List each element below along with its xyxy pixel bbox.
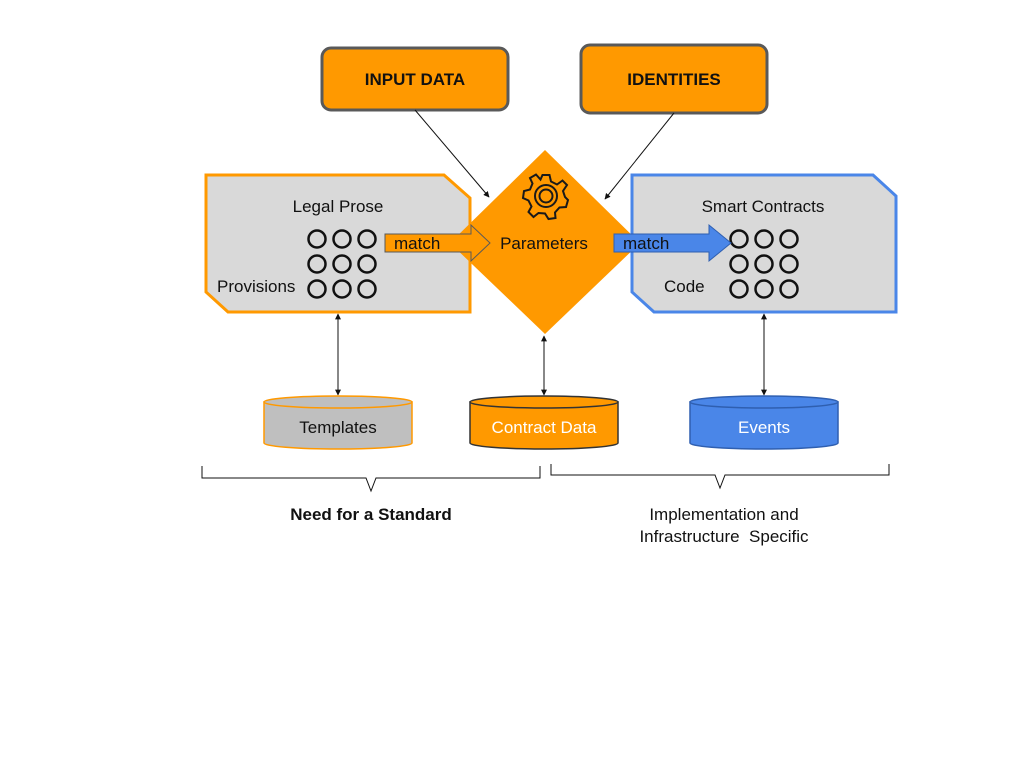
provision-dot: [357, 229, 377, 249]
legal-prose-panel: Legal Prose Provisions: [204, 173, 472, 314]
provision-dot: [357, 279, 377, 299]
templates-store: Templates: [263, 395, 413, 450]
gear-icon: [521, 173, 570, 221]
provision-dot: [332, 229, 352, 249]
parameters-label: Parameters: [500, 234, 588, 253]
identities-connector: [604, 112, 675, 200]
provision-dot: [307, 229, 327, 249]
input-data-box: INPUT DATA: [320, 46, 510, 112]
identities-box: IDENTITIES: [579, 43, 769, 115]
code-match-label: match: [623, 234, 669, 253]
templates-label: Templates: [299, 418, 376, 437]
legal-prose-title: Legal Prose: [293, 197, 384, 216]
provision-dot: [357, 254, 377, 274]
code-dots-grid: [729, 229, 799, 299]
input-data-connector: [414, 109, 490, 198]
legal-match-arrow: match: [384, 223, 491, 263]
smart-contracts-panel: Smart Contracts Code: [630, 173, 898, 314]
code-dot: [729, 229, 749, 249]
code-dot: [754, 254, 774, 274]
legal-match-label: match: [394, 234, 440, 253]
standard-brace: [201, 466, 541, 493]
code-dot: [754, 279, 774, 299]
implementation-caption-line2: Infrastructure Specific: [639, 527, 809, 546]
provision-dots-grid: [307, 229, 377, 299]
parameters-diamond: Parameters: [450, 150, 640, 334]
standard-caption: Need for a Standard: [290, 505, 452, 524]
contract-data-store: Contract Data: [469, 395, 619, 450]
provision-dot: [332, 254, 352, 274]
code-label: Code: [664, 277, 705, 296]
implementation-caption-line1: Implementation and: [649, 505, 798, 524]
code-match-arrow: match: [613, 223, 732, 263]
code-dot: [779, 254, 799, 274]
provisions-label: Provisions: [217, 277, 295, 296]
code-dot: [779, 279, 799, 299]
identities-label: IDENTITIES: [627, 70, 721, 89]
code-dot: [729, 279, 749, 299]
smart-contracts-title: Smart Contracts: [702, 197, 825, 216]
code-dot: [729, 254, 749, 274]
input-data-label: INPUT DATA: [365, 70, 465, 89]
provision-dot: [332, 279, 352, 299]
code-dot: [779, 229, 799, 249]
provision-dot: [307, 254, 327, 274]
implementation-brace: [550, 464, 890, 490]
events-store: Events: [689, 395, 839, 450]
code-dot: [754, 229, 774, 249]
provision-dot: [307, 279, 327, 299]
events-label: Events: [738, 418, 790, 437]
contract-data-label: Contract Data: [492, 418, 597, 437]
